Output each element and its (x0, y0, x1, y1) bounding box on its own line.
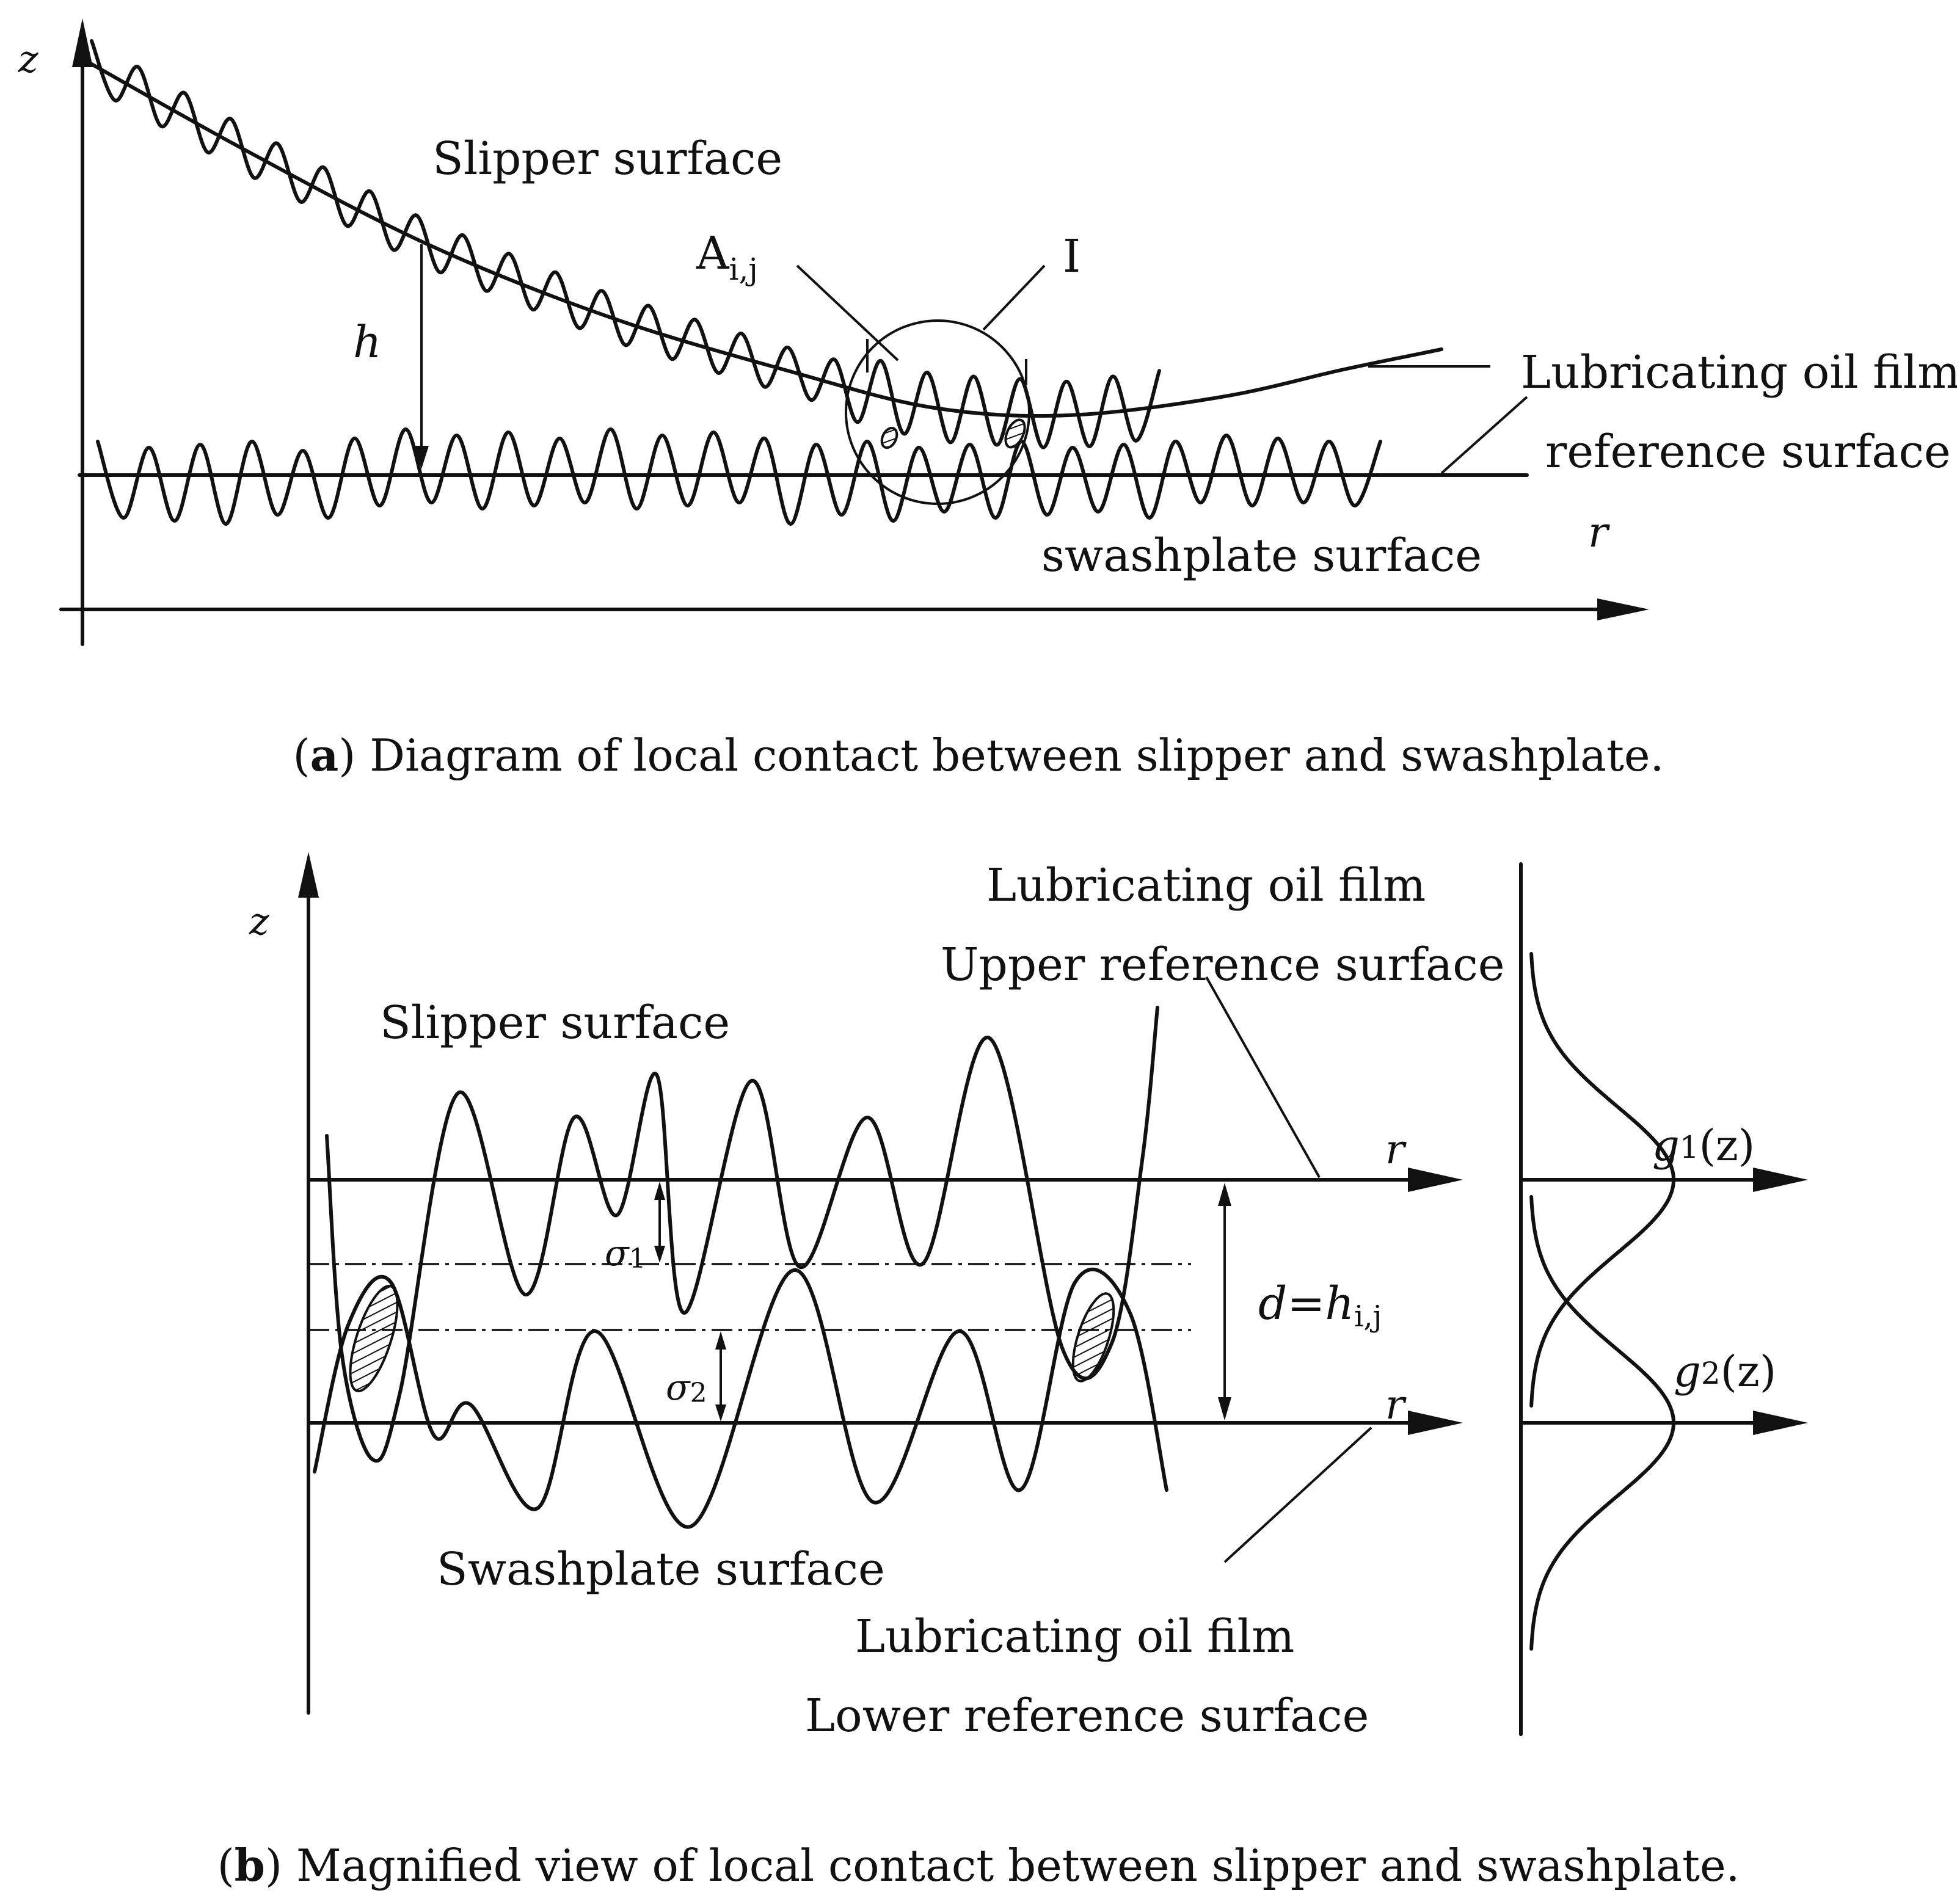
contact-spot-b1 (349, 1284, 399, 1393)
h-dimension-arrowhead (414, 446, 429, 469)
sigma1-arrowhead-down (654, 1246, 665, 1263)
z-axis-a-label: z (18, 37, 38, 81)
r-axis-a-arrowhead (1597, 598, 1649, 620)
h-label: h (353, 316, 381, 368)
lower-label-line2: Lower reference surface (805, 1690, 1369, 1742)
z-axis-b-label: z (249, 899, 269, 943)
upper-reference-arrowhead (1408, 1168, 1463, 1192)
lower-reference-arrowhead (1408, 1411, 1463, 1435)
caption-b: (b) Magnified view of local contact betw… (217, 1839, 1740, 1891)
slipper-rough-surface-b (325, 1006, 1159, 1463)
upper-label-line2: Upper reference surface (941, 939, 1504, 991)
sigma1-arrowhead-up (654, 1182, 665, 1200)
g2-distribution-curve (1529, 1195, 1676, 1651)
sigma1-label: σ1 (605, 1232, 646, 1274)
g1-label: g1(z) (1652, 1121, 1755, 1171)
r-axis-a-label: r (1588, 509, 1610, 557)
contact-spot-a1 (880, 426, 898, 449)
upper-reference-leader (1205, 976, 1321, 1178)
swashplate-surface-label-b: Swashplate surface (437, 1543, 885, 1596)
sigma2-arrowhead-up (715, 1331, 726, 1350)
slipper-surface-label-a: Slipper surface (432, 133, 782, 185)
slipper-film-curve (90, 62, 1443, 418)
z-axis-a-arrowhead (72, 18, 93, 67)
swashplate-rough-surface-b (313, 1267, 1168, 1529)
reference-surface-leader (1440, 396, 1528, 474)
swashplate-rough-surface (96, 427, 1382, 526)
contact-area-leader (796, 264, 899, 362)
d-arrowhead-up (1218, 1183, 1231, 1206)
panel-b: z r r Lubricating oil film Upper referen… (217, 852, 1808, 1891)
detail-marker-leader (982, 264, 1046, 331)
r-axis-b-upper-label: r (1385, 1126, 1407, 1173)
g2-baseline-arrowhead (1753, 1411, 1808, 1435)
g2-label: g2(z) (1674, 1346, 1776, 1397)
g1-distribution-curve (1529, 952, 1676, 1408)
detail-marker-label: I (1063, 230, 1081, 283)
d-arrowhead-down (1218, 1397, 1231, 1420)
reference-surface-label: reference surface (1545, 426, 1951, 478)
contact-area-label: Ai,j (696, 227, 758, 287)
contact-spot-a2 (1004, 418, 1026, 449)
d-label: d=hi,j (1258, 1277, 1382, 1334)
caption-a: (a) Diagram of local contact between sli… (293, 729, 1664, 781)
r-axis-b-lower-label: r (1385, 1381, 1407, 1428)
lower-reference-leader (1223, 1426, 1372, 1563)
slipper-rough-surface (90, 39, 1161, 449)
upper-label-line1: Lubricating oil film (986, 859, 1426, 912)
contact-spot-b2 (1071, 1292, 1115, 1383)
z-axis-b-arrowhead (298, 852, 319, 898)
detail-circle-i (845, 319, 1030, 505)
panel-a: z r h Slipper surface Ai,j I Lubricating… (18, 18, 1957, 781)
slipper-surface-label-b: Slipper surface (380, 997, 730, 1049)
swashplate-surface-label-a: swashplate surface (1041, 529, 1482, 582)
sigma2-arrowhead-down (715, 1404, 726, 1422)
lower-label-line1: Lubricating oil film (855, 1610, 1294, 1663)
sigma2-label: σ2 (666, 1367, 707, 1409)
g1-baseline-arrowhead (1753, 1168, 1808, 1192)
oil-film-label-a: Lubricating oil film (1521, 346, 1957, 399)
